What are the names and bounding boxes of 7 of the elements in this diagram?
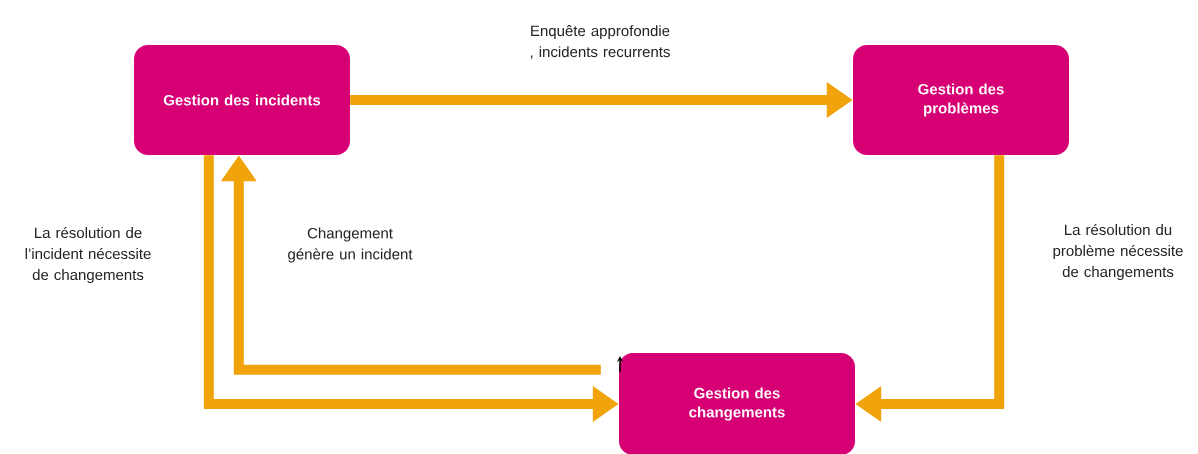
process-box: Gestion des changements: [619, 353, 855, 454]
edge-label: Enquête approfondie , incidents recurrents: [530, 25, 670, 59]
process-box: Gestion des problèmes: [853, 45, 1069, 155]
process-box: Gestion des incidents: [134, 45, 350, 155]
edge-label: La résolution du problème nécessite de changements: [1053, 223, 1183, 281]
edge-label: Changement génère un incident: [288, 227, 413, 263]
edge-label: La résolution de l’incident nécessite de changements: [25, 226, 151, 284]
